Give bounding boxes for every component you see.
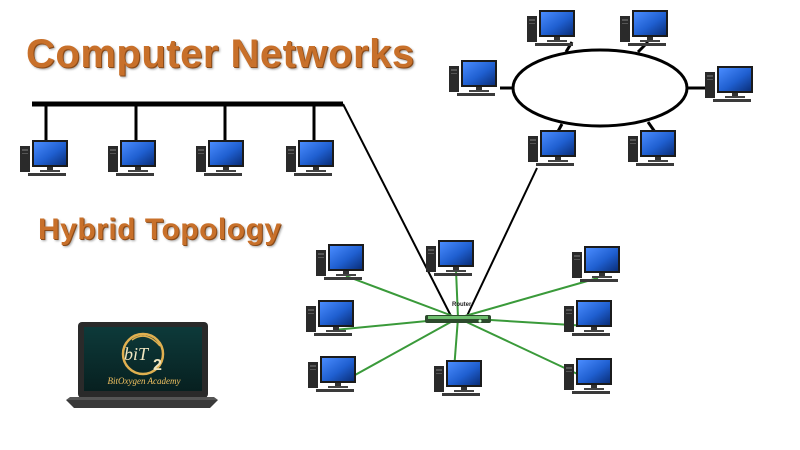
star-computer-5 bbox=[434, 360, 482, 396]
router-icon bbox=[425, 315, 491, 323]
bus-to-router-link bbox=[342, 103, 453, 319]
star-computer-8 bbox=[564, 358, 612, 394]
ring-computer-6 bbox=[449, 60, 497, 96]
star-computer-3 bbox=[308, 356, 356, 392]
main-title: Computer Networks bbox=[26, 32, 415, 76]
star-link-1 bbox=[345, 275, 459, 319]
star-computer-7 bbox=[564, 300, 612, 336]
star-computer-1 bbox=[316, 244, 364, 280]
bitoxygen-logo: biT 2 bbox=[66, 322, 218, 408]
ring-computer-2 bbox=[620, 10, 668, 46]
star-computer-2 bbox=[306, 300, 354, 336]
subtitle: Hybrid Topology bbox=[38, 213, 282, 246]
logo-caption: BitOxygen Academy bbox=[107, 376, 181, 386]
star-link-6 bbox=[457, 277, 599, 319]
ring-computer-5 bbox=[528, 130, 576, 166]
svg-text:2: 2 bbox=[153, 357, 162, 374]
star-computer-4 bbox=[426, 240, 474, 276]
router-label: Router bbox=[452, 302, 472, 308]
bus-computer-4 bbox=[286, 140, 334, 176]
ring-to-router-link bbox=[465, 167, 538, 319]
bus-topology bbox=[20, 101, 343, 176]
star-link-4 bbox=[455, 269, 459, 319]
ring-topology bbox=[449, 10, 753, 166]
ring-computer-4 bbox=[628, 130, 676, 166]
svg-text:biT: biT bbox=[124, 344, 150, 364]
bus-computer-1 bbox=[20, 140, 68, 176]
ring-computer-3 bbox=[705, 66, 753, 102]
star-topology bbox=[306, 240, 620, 396]
star-link-3 bbox=[345, 317, 459, 381]
ring-cable bbox=[511, 48, 689, 128]
bus-computer-3 bbox=[196, 140, 244, 176]
star-computer-6 bbox=[572, 246, 620, 282]
ring-computer-1 bbox=[527, 10, 575, 46]
bus-computer-2 bbox=[108, 140, 156, 176]
